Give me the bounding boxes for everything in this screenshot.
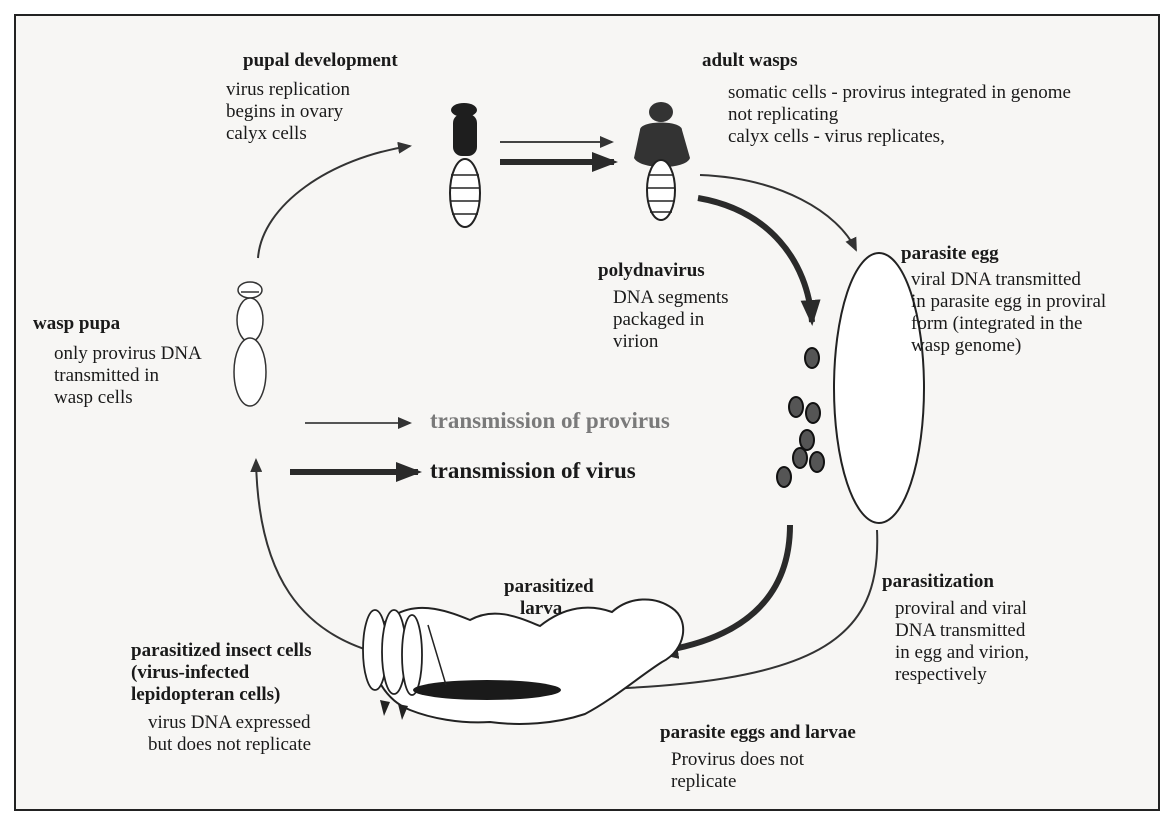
arrow-egg-to-larva	[568, 529, 879, 696]
insect-cells-heading-line: lepidopteran cells)	[131, 684, 281, 705]
label-polydnavirus-body: DNA segments packaged in virion	[613, 287, 729, 353]
label-parasite-eggs-larvae: parasite eggs and larvae	[660, 722, 856, 744]
arrow-adult-to-polydnavirus	[697, 195, 821, 326]
label-parasitization: parasitization	[882, 571, 994, 593]
parasite-eggs-larvae-line: Provirus does not	[671, 749, 804, 770]
adult-wasps-line: calyx cells - virus replicates,	[728, 126, 945, 147]
legend-virus-label: transmission of virus	[430, 458, 636, 483]
parasitization-heading: parasitization	[882, 571, 994, 592]
parasite-egg-line: wasp genome)	[911, 335, 1022, 356]
parasite-egg-shape	[833, 252, 925, 524]
insect-cells-line: but does not replicate	[148, 734, 312, 755]
insect-cells-line: virus DNA expressed	[148, 712, 311, 733]
parasitization-line: respectively	[895, 664, 987, 685]
insect-cells-heading-line: (virus-infected	[131, 662, 250, 683]
label-adult-wasps-body: somatic cells - provirus integrated in g…	[728, 82, 1071, 148]
adult-wasps-heading: adult wasps	[702, 50, 798, 71]
arrow-larva-to-pupa	[250, 458, 386, 656]
wasp-pupa-line: transmitted in	[54, 365, 160, 386]
parasite-egg-line: form (integrated in the	[911, 313, 1083, 334]
pupal-development-line: begins in ovary	[226, 101, 344, 122]
adult-wasp-icon	[634, 102, 690, 221]
polydnavirus-line: DNA segments	[613, 287, 729, 308]
legend-provirus-label: transmission of provirus	[430, 408, 670, 433]
label-wasp-pupa-body: only provirus DNA transmitted in wasp ce…	[54, 343, 202, 409]
parasitized-larva-heading-line: larva	[520, 598, 563, 619]
label-pupal-development-body: virus replication begins in ovary calyx …	[226, 79, 350, 145]
label-parasite-eggs-larvae-body: Provirus does not replicate	[671, 749, 804, 793]
label-polydnavirus: polydnavirus	[598, 260, 705, 282]
label-parasite-egg: parasite egg	[901, 243, 999, 265]
parasite-egg-line: in parasite egg in proviral	[911, 291, 1107, 312]
polydnavirus-line: virion	[613, 331, 659, 352]
polydnavirus-line: packaged in	[613, 309, 705, 330]
parasite-egg-line: viral DNA transmitted	[911, 269, 1081, 290]
label-parasitized-insect-cells-body: virus DNA expressed but does not replica…	[148, 712, 311, 756]
label-parasitization-body: proviral and viral DNA transmitted in eg…	[895, 598, 1029, 686]
parasitization-line: DNA transmitted	[895, 620, 1026, 641]
pupal-development-line: calyx cells	[226, 123, 307, 144]
wasp-pupa-icon	[233, 281, 267, 407]
label-wasp-pupa: wasp pupa	[33, 313, 120, 335]
adult-wasps-line: somatic cells - provirus integrated in g…	[728, 82, 1071, 103]
label-adult-wasps: adult wasps	[702, 50, 798, 72]
polydnavirus-heading: polydnavirus	[598, 260, 705, 281]
label-parasitized-larva: parasitized larva	[504, 576, 594, 620]
virion-particles	[776, 347, 825, 488]
parasite-eggs-larvae-heading: parasite eggs and larvae	[660, 722, 856, 743]
label-parasitized-insect-cells: parasitized insect cells (virus-infected…	[131, 640, 311, 706]
pupal-development-heading: pupal development	[243, 50, 398, 71]
arrow-virions-to-larva	[652, 524, 793, 659]
adult-wasps-line: not replicating	[728, 104, 839, 125]
wasp-pupa-heading: wasp pupa	[33, 313, 121, 334]
arrow-pupa-to-pupal-development	[257, 141, 412, 259]
label-pupal-development: pupal development	[243, 50, 398, 72]
parasitization-line: proviral and viral	[895, 598, 1027, 619]
pupal-development-line: virus replication	[226, 79, 350, 100]
parasitization-line: in egg and virion,	[895, 642, 1030, 663]
wasp-pupa-line: wasp cells	[54, 387, 133, 408]
parasitized-larva-icon	[362, 598, 685, 725]
parasitized-larva-heading-line: parasitized	[504, 576, 594, 597]
pupal-wasp-icon	[449, 103, 481, 228]
arrow-adult-to-parasite-egg	[699, 174, 857, 252]
parasite-egg-heading: parasite egg	[901, 243, 999, 264]
parasite-eggs-larvae-line: replicate	[671, 771, 737, 792]
wasp-pupa-line: only provirus DNA	[54, 343, 202, 364]
label-parasite-egg-body: viral DNA transmitted in parasite egg in…	[911, 269, 1106, 357]
insect-cells-heading-line: parasitized insect cells	[131, 640, 312, 661]
